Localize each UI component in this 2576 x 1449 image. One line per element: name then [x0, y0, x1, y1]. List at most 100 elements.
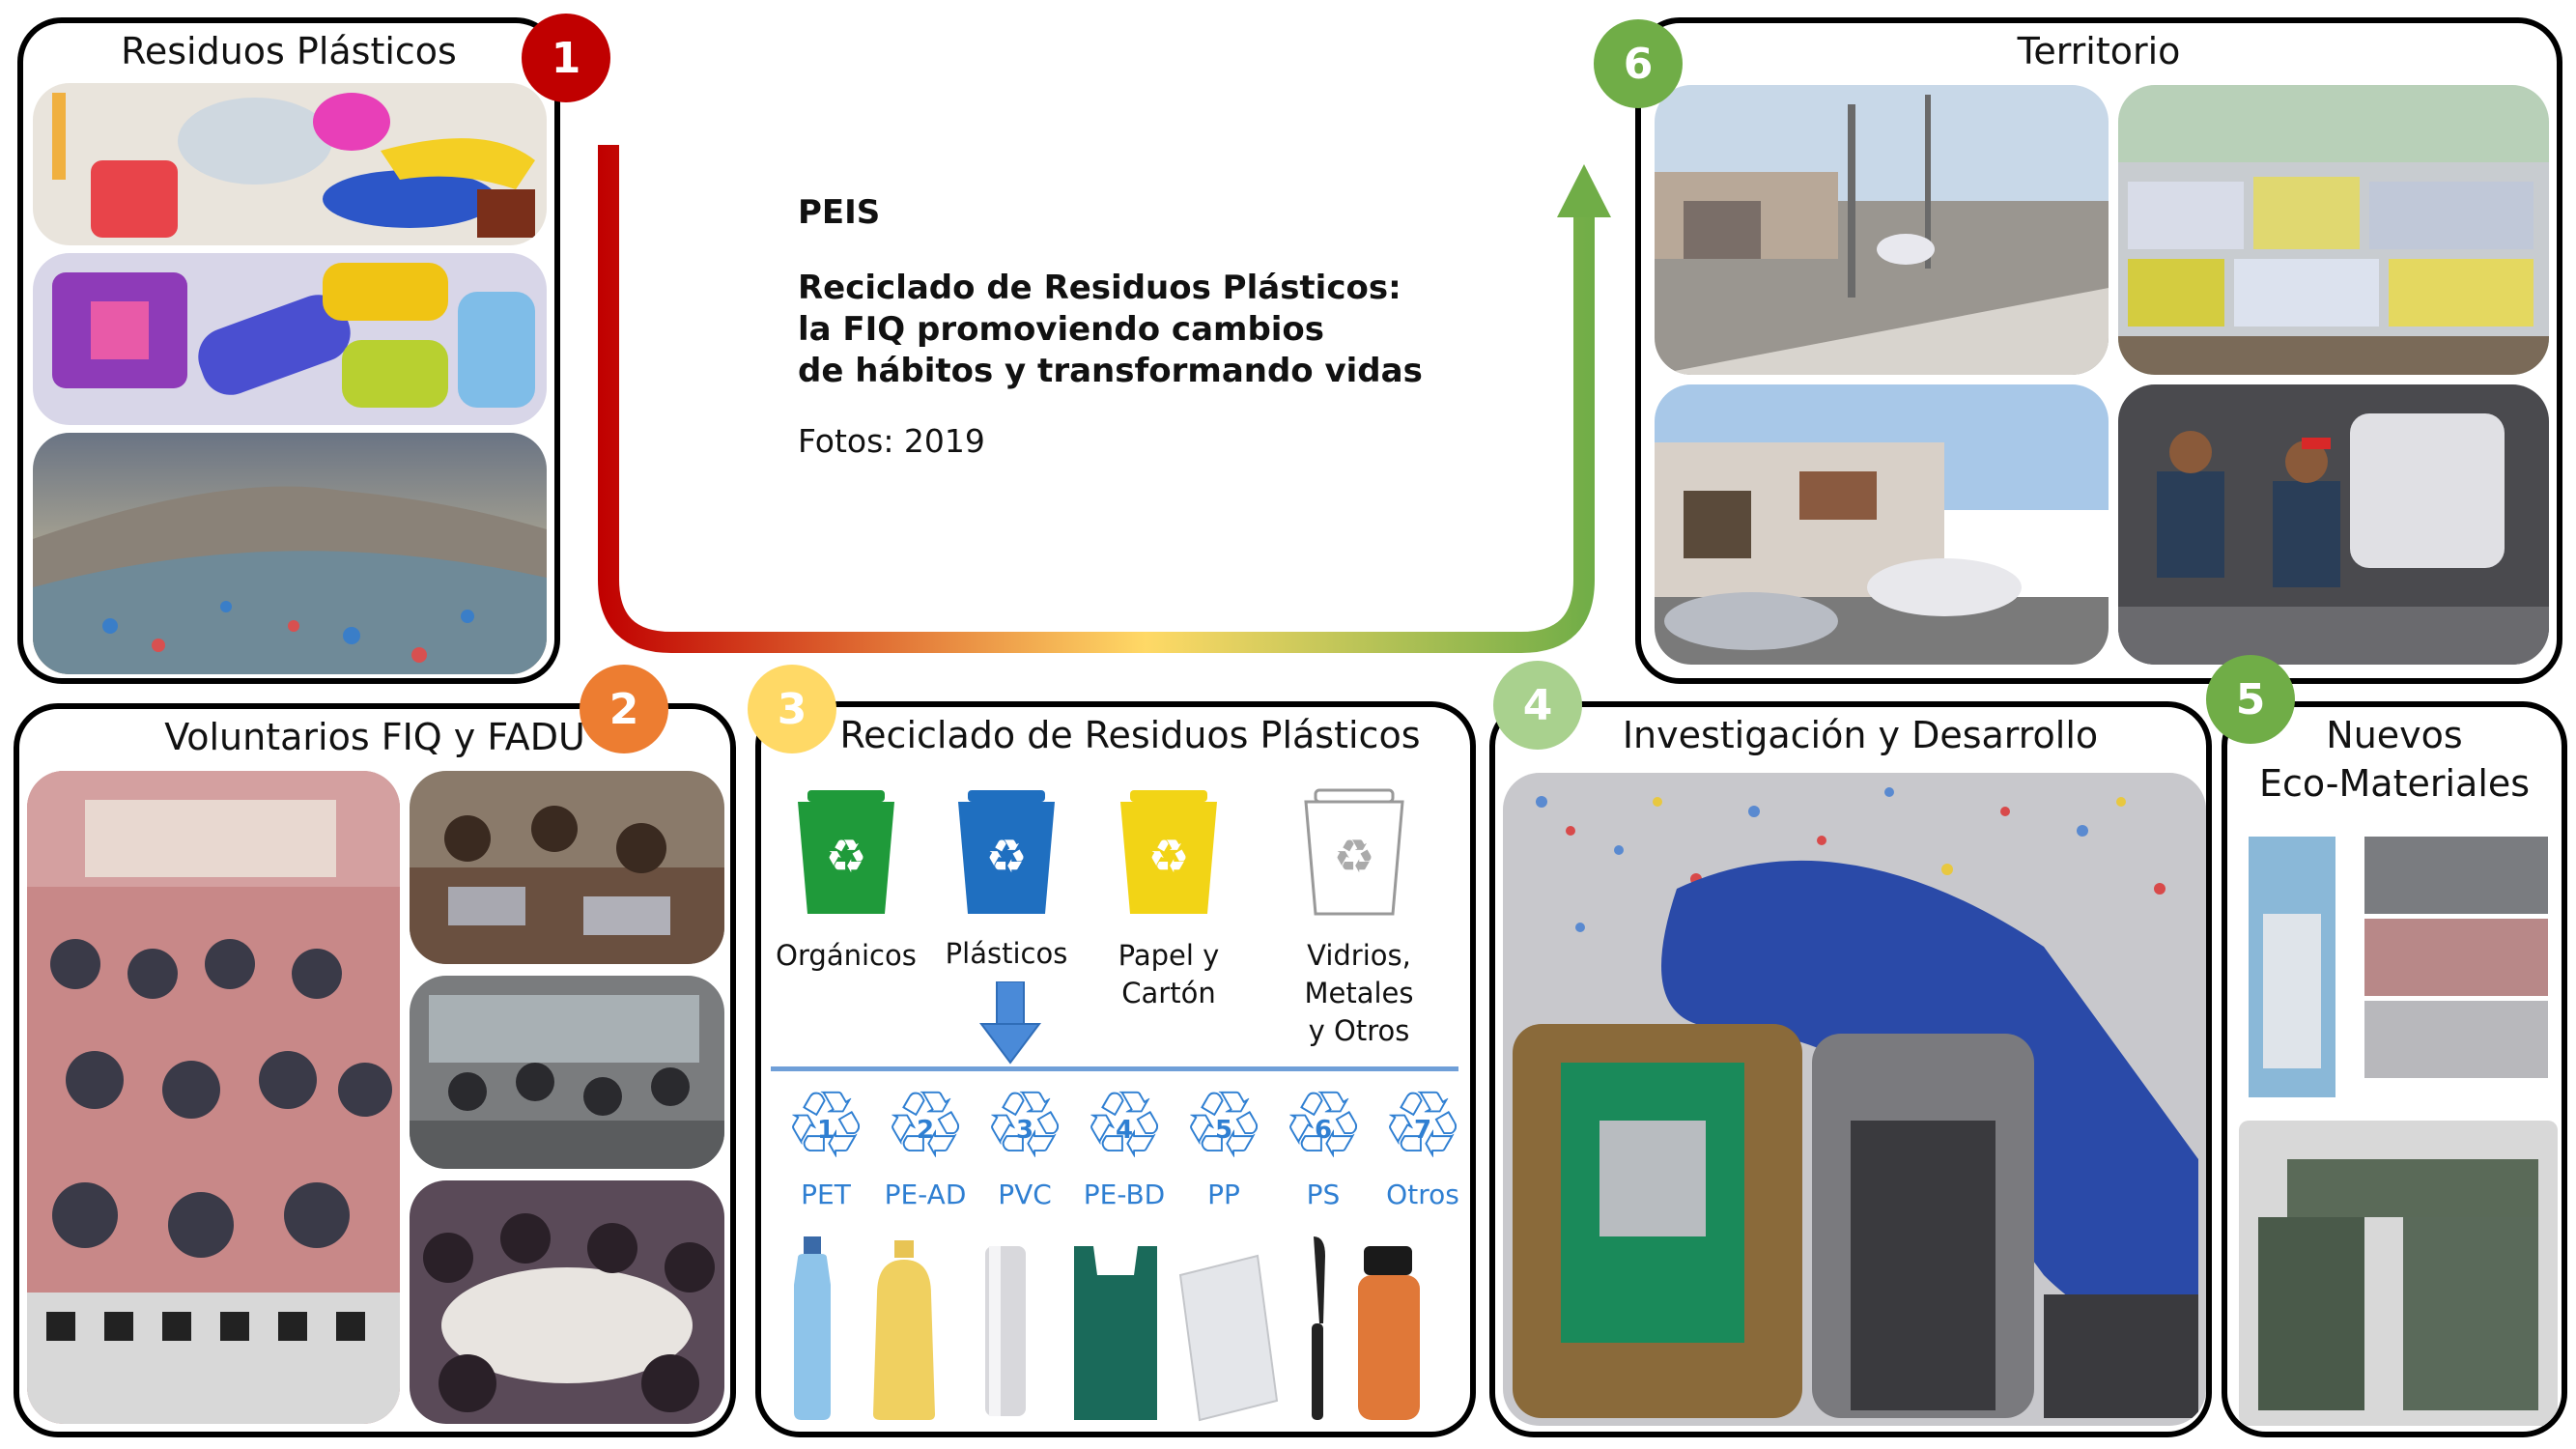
recycle-code-number: 1 — [817, 1116, 835, 1145]
recycle-code-label: PP — [1207, 1179, 1240, 1210]
clear-bag-icon — [1178, 1254, 1279, 1422]
plastic-items-photo — [33, 83, 547, 245]
students-laptops-photo — [410, 771, 724, 964]
recycle-triangle-icon: ♲7 — [1381, 1071, 1464, 1179]
svg-text:♲: ♲ — [983, 1082, 1066, 1169]
bin-label-line1: Papel y — [1118, 939, 1220, 972]
trash-bin-icon: ♻ — [798, 790, 894, 914]
eco-bricks-photo — [2239, 827, 2558, 1107]
plastic-bottles-photo — [33, 253, 547, 425]
recycle-triangle-icon: ♲1 — [784, 1071, 867, 1179]
knife-icon — [1312, 1236, 1325, 1420]
step-badge-5: 5 — [2206, 655, 2295, 744]
landfill-photo — [33, 433, 547, 674]
bin-label-vidrios: Vidrios, Metales y Otros — [1250, 937, 1468, 1050]
main-title-line3: de hábitos y transformando vidas — [798, 352, 1423, 390]
bin-label-organicos: Orgánicos — [776, 939, 917, 972]
products-row — [794, 1236, 1420, 1422]
bin-label-papel: Papel y Cartón — [1084, 937, 1254, 1012]
plastic-bales-photo — [2118, 85, 2549, 375]
down-arrow-icon — [979, 981, 1041, 1065]
svg-text:♲: ♲ — [1282, 1082, 1365, 1169]
svg-text:♻: ♻ — [825, 830, 866, 884]
svg-text:♲: ♲ — [884, 1082, 967, 1169]
recycle-triangle-icon: ♲3 — [983, 1071, 1066, 1179]
panel-recycling: Reciclado de Residuos Plásticos ♻ Orgáni… — [755, 701, 1476, 1437]
auditorium-photo — [27, 771, 400, 1424]
svg-text:♲: ♲ — [1381, 1082, 1464, 1169]
step-badge-6: 6 — [1594, 19, 1683, 108]
recycle-triangle-icon: ♲6 — [1282, 1071, 1365, 1179]
plastic-flakes-photo — [1503, 773, 2206, 1426]
trash-bin-icon: ♻ — [1304, 788, 1404, 916]
bin-label-plasticos: Plásticos — [945, 937, 1068, 970]
recycle-code-number: 7 — [1414, 1116, 1431, 1145]
recycle-code-number: 5 — [1215, 1116, 1232, 1145]
trash-bin-icon: ♻ — [958, 790, 1055, 914]
recycle-code-number: 6 — [1315, 1116, 1332, 1145]
recycle-code-label: PVC — [998, 1179, 1052, 1210]
main-title-line1: Reciclado de Residuos Plásticos: — [798, 269, 1401, 307]
recycle-code-label: Otros — [1386, 1179, 1459, 1210]
divider-line — [771, 1066, 1458, 1071]
panel-territory: Territorio — [1635, 17, 2562, 684]
panel-volunteers: Voluntarios FIQ y FADU — [14, 703, 736, 1437]
recycle-code-number: 4 — [1116, 1116, 1133, 1145]
plastic-bag-icon — [1074, 1246, 1157, 1420]
bin-plasticos: ♻ — [948, 781, 1064, 916]
panel-title-line1: Nuevos — [2326, 714, 2463, 756]
detergent-bottle-icon — [873, 1240, 935, 1420]
recycle-code-number: 3 — [1016, 1116, 1033, 1145]
peis-label: PEIS — [798, 193, 881, 232]
panel-title: Reciclado de Residuos Plásticos — [839, 714, 1421, 756]
recycle-code-label: PET — [801, 1179, 851, 1210]
panel-title-line2: Eco-Materiales — [2258, 762, 2531, 805]
bin-vidrios: ♻ — [1296, 781, 1412, 916]
sports-bottle-icon — [1358, 1246, 1420, 1420]
pet-bottle-icon — [794, 1236, 831, 1420]
panel-title: Residuos Plásticos — [121, 30, 457, 72]
recycle-code-label: PE-AD — [884, 1179, 967, 1210]
photos-year: Fotos: 2019 — [798, 422, 985, 460]
bin-label-line2: y Otros — [1308, 1014, 1410, 1048]
panel-plastic-waste: Residuos Plásticos — [17, 17, 560, 684]
bin-label-line2: Cartón — [1121, 977, 1216, 1010]
bin-papel: ♻ — [1111, 781, 1227, 916]
step-badge-1: 1 — [522, 14, 610, 102]
panel-research: Investigación y Desarrollo — [1489, 701, 2212, 1437]
trash-bin-icon: ♻ — [1120, 790, 1217, 914]
svg-text:♻: ♻ — [985, 830, 1027, 884]
eco-boards-photo — [2239, 1121, 2558, 1426]
street-photo-2 — [1655, 384, 2109, 665]
svg-text:♲: ♲ — [1083, 1082, 1166, 1169]
bin-label-line1: Vidrios, Metales — [1304, 939, 1414, 1010]
panel-eco-materials: Nuevos Eco-Materiales — [2222, 701, 2567, 1437]
recycle-code-number: 2 — [917, 1116, 934, 1145]
panel-title: Investigación y Desarrollo — [1622, 714, 2099, 756]
bin-organicos: ♻ — [788, 781, 904, 916]
step-badge-3: 3 — [748, 665, 836, 753]
recycle-triangle-icon: ♲4 — [1083, 1071, 1166, 1179]
panel-title: Voluntarios FIQ y FADU — [164, 716, 585, 758]
step-badge-4: 4 — [1493, 661, 1582, 750]
workshop-room-photo — [410, 976, 724, 1169]
recycle-code-label: PE-BD — [1083, 1179, 1166, 1210]
recycle-triangle-icon: ♲5 — [1182, 1071, 1265, 1179]
recycle-code-label: PS — [1306, 1179, 1341, 1210]
pvc-pipe-icon — [985, 1246, 1026, 1416]
panel-title: Territorio — [2017, 30, 2181, 72]
main-title-line2: la FIQ promoviendo cambios — [798, 310, 1325, 349]
svg-text:♲: ♲ — [784, 1082, 867, 1169]
street-photo-1 — [1655, 85, 2109, 375]
step-badge-2: 2 — [580, 665, 668, 753]
svg-text:♲: ♲ — [1182, 1082, 1265, 1169]
svg-text:♻: ♻ — [1147, 830, 1189, 884]
